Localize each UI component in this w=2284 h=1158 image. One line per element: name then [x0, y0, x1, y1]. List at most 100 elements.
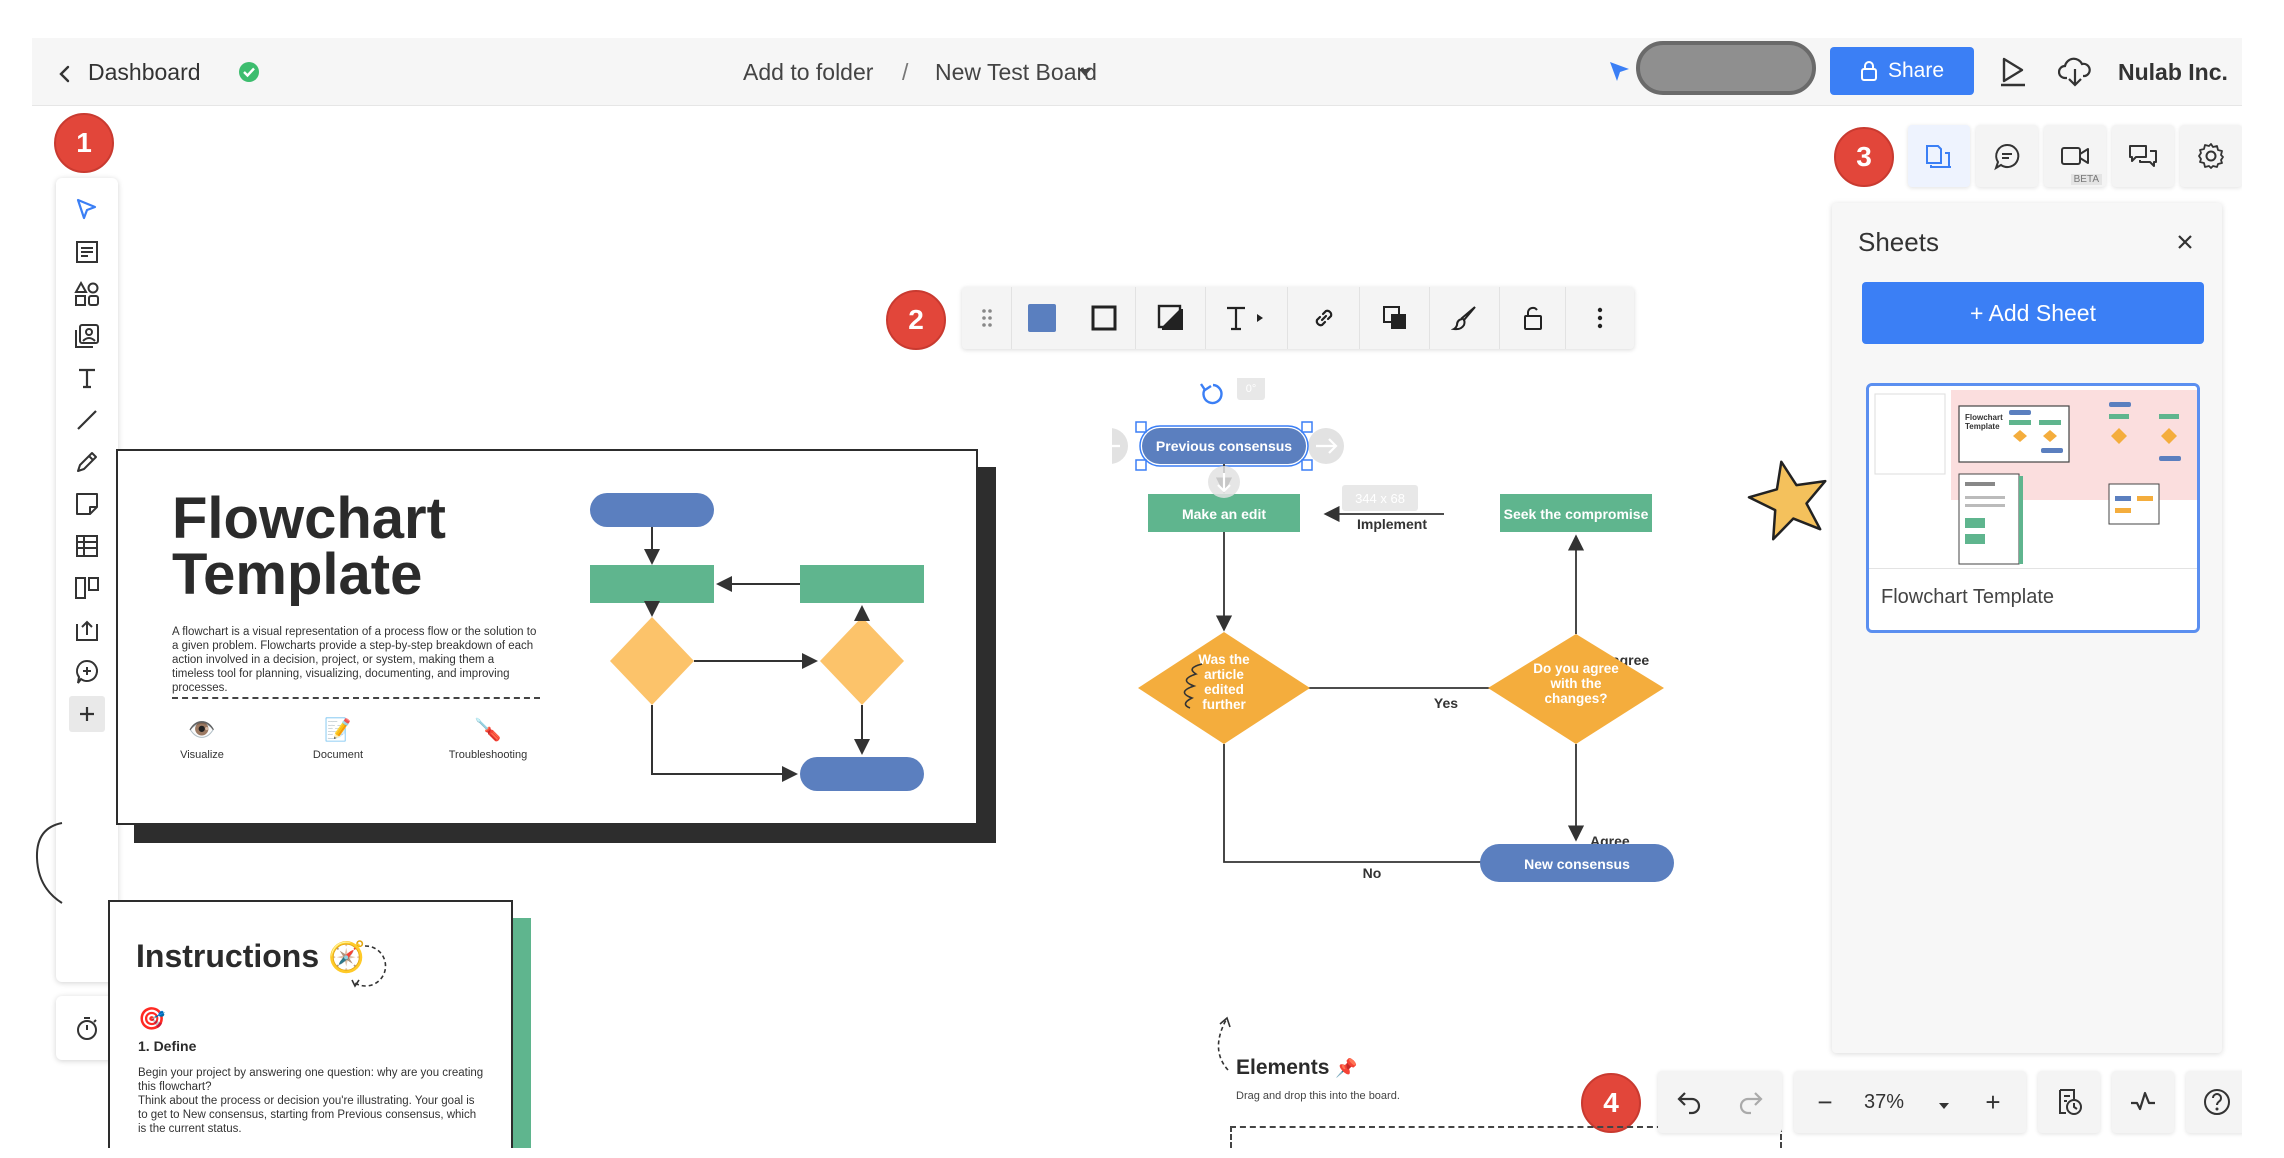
- organization-name[interactable]: Nulab Inc.: [2118, 59, 2228, 85]
- collaborator-pill[interactable]: [1636, 41, 1816, 95]
- layout-icon[interactable]: [67, 568, 107, 608]
- edge-label-yes: Yes: [1434, 695, 1458, 711]
- feature-visualize: 👁️ Visualize: [162, 717, 242, 761]
- pen-icon[interactable]: [67, 442, 107, 482]
- present-play-icon[interactable]: [1998, 56, 2028, 93]
- redo-icon[interactable]: [1720, 1071, 1782, 1133]
- text-icon[interactable]: [67, 358, 107, 398]
- comment-add-icon[interactable]: [67, 652, 107, 692]
- resize-handle[interactable]: [1301, 459, 1313, 471]
- line-icon[interactable]: [67, 400, 107, 440]
- node-make-an-edit[interactable]: Make an edit: [1148, 494, 1300, 532]
- activity-group: [2112, 1071, 2174, 1133]
- flowchart-template-card[interactable]: Flowchart Template A flowchart is a visu…: [116, 449, 978, 825]
- node-label: Previous consensus: [1156, 438, 1292, 454]
- node-was-edited-decision[interactable]: Was the article edited further: [1138, 632, 1310, 744]
- shapes-icon[interactable]: [67, 274, 107, 314]
- feature-document: 📝 Document: [298, 717, 378, 761]
- elements-dropzone[interactable]: [1230, 1126, 1782, 1148]
- zoom-out-button[interactable]: −: [1817, 1086, 1833, 1117]
- rotation-badge: [1237, 378, 1265, 400]
- timer-icon[interactable]: [67, 1008, 107, 1048]
- resize-handle[interactable]: [1135, 421, 1147, 433]
- undo-icon[interactable]: [1658, 1071, 1720, 1133]
- add-to-folder-link[interactable]: Add to folder: [743, 59, 874, 85]
- resize-handle[interactable]: [1135, 459, 1147, 471]
- plus-icon[interactable]: [69, 696, 105, 732]
- step-badge-1: 1: [54, 113, 114, 173]
- node-agree-decision[interactable]: Do you agree with the changes?: [1488, 634, 1664, 744]
- select-icon[interactable]: [67, 190, 107, 230]
- video-icon[interactable]: BETA: [2044, 125, 2106, 187]
- back-chevron-icon[interactable]: [58, 38, 72, 106]
- node-previous-consensus[interactable]: Previous consensus: [1139, 425, 1309, 467]
- step-text-2: Think about the process or decision you'…: [138, 1095, 477, 1135]
- text-format-icon[interactable]: [1206, 287, 1288, 349]
- feature-label: Document: [312, 749, 364, 761]
- decision-line: Do you agree: [1533, 661, 1619, 676]
- shadow-icon[interactable]: [1136, 287, 1206, 349]
- cloud-download-icon[interactable]: [2057, 56, 2092, 93]
- help-icon[interactable]: [2186, 1071, 2242, 1133]
- flowchart-canvas: 0° Previous consensus 344 x 68: [1112, 378, 1674, 882]
- sheets-panel: Sheets + Add Sheet Flowchart Template: [1832, 203, 2222, 1053]
- arrange-icon[interactable]: [1360, 287, 1430, 349]
- rotate-handle-icon[interactable]: [1200, 383, 1223, 405]
- document-icon: 📝: [324, 717, 352, 742]
- template-description: A flowchart is a visual representation o…: [172, 626, 537, 694]
- activity-pulse-icon[interactable]: [2112, 1071, 2174, 1133]
- close-icon[interactable]: [2176, 233, 2194, 256]
- elements-title: Elements 📌: [1236, 1056, 1358, 1080]
- step-title: 1. Define: [138, 1038, 197, 1054]
- node-seek-the-compromise[interactable]: Seek the compromise: [1500, 494, 1652, 532]
- board-menu-caret-icon[interactable]: [1078, 65, 1092, 83]
- template-icon[interactable]: [67, 232, 107, 272]
- link-icon[interactable]: [1288, 287, 1360, 349]
- shape-format-toolbar: [962, 287, 1634, 349]
- fill-color-icon[interactable]: [1012, 287, 1072, 349]
- unlock-icon[interactable]: [1500, 287, 1566, 349]
- connect-left-arrow-icon[interactable]: [1112, 428, 1128, 464]
- edge-label-implement: Implement: [1357, 516, 1427, 532]
- share-button[interactable]: Share: [1830, 47, 1974, 95]
- dashed-arrow-doodle: [1217, 1016, 1231, 1071]
- more-icon[interactable]: [1566, 287, 1634, 349]
- sheet-thumbnail[interactable]: Flowchart Template: [1866, 383, 2200, 633]
- lock-icon: [1860, 61, 1877, 81]
- table-icon[interactable]: [67, 526, 107, 566]
- beta-badge: BETA: [2070, 174, 2102, 185]
- visualize-icon: 👁️: [188, 717, 216, 742]
- help-group: [2186, 1071, 2242, 1133]
- connect-down-arrow-icon[interactable]: [1208, 466, 1240, 498]
- instructions-card[interactable]: Instructions 🧭 🎯 1. Define Begin your pr…: [108, 900, 513, 1148]
- screwdriver-icon: 🪛: [474, 717, 502, 742]
- zoom-in-button[interactable]: +: [1985, 1086, 2001, 1117]
- left-toolbar: [56, 178, 118, 982]
- zoom-level[interactable]: 37%: [1864, 1091, 1905, 1113]
- zoom-caret-icon[interactable]: [1938, 1098, 1950, 1116]
- elements-title-text: Elements: [1236, 1056, 1330, 1079]
- comments-icon[interactable]: [1976, 125, 2038, 187]
- settings-icon[interactable]: [2180, 125, 2242, 187]
- chat-icon[interactable]: [2112, 125, 2174, 187]
- resize-handle[interactable]: [1301, 421, 1313, 433]
- edge-label-no: No: [1363, 865, 1382, 881]
- sticky-note-icon[interactable]: [67, 484, 107, 524]
- pointer-mode-icon[interactable]: [1607, 59, 1633, 90]
- decision-line: article: [1204, 667, 1244, 682]
- decision-line: further: [1202, 697, 1246, 712]
- decision-line: with the: [1550, 676, 1602, 691]
- revision-history-icon[interactable]: [2038, 1071, 2100, 1133]
- board-title[interactable]: New Test Board: [935, 59, 1097, 85]
- dashboard-link[interactable]: Dashboard: [88, 59, 201, 85]
- drag-handle-icon[interactable]: [962, 287, 1012, 349]
- border-icon[interactable]: [1072, 287, 1136, 349]
- sheets-icon[interactable]: [1908, 125, 1970, 187]
- node-new-consensus[interactable]: New consensus: [1480, 844, 1674, 882]
- connect-right-arrow-icon[interactable]: [1308, 428, 1344, 464]
- add-sheet-button[interactable]: + Add Sheet: [1862, 282, 2204, 344]
- style-brush-icon[interactable]: [1430, 287, 1500, 349]
- upload-icon[interactable]: [67, 610, 107, 650]
- template-title-line2: Template: [172, 542, 423, 607]
- images-icon[interactable]: [67, 316, 107, 356]
